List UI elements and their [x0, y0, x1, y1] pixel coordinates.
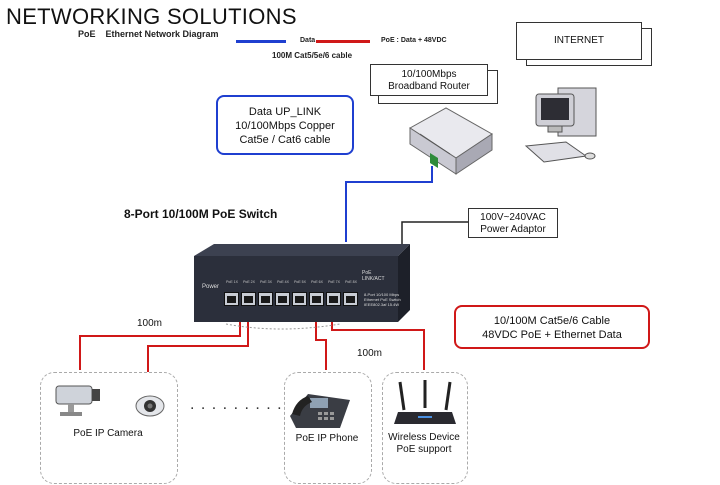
ethernet-port-socket — [227, 296, 236, 303]
page-title: NETWORKING SOLUTIONS — [6, 4, 297, 29]
adaptor-line1: 100V~240VAC — [480, 212, 546, 223]
ethernet-port[interactable] — [326, 292, 341, 306]
legend-cable-label: 100M Cat5/5e/6 cable — [272, 51, 353, 60]
cable-info-box: 10/100M Cat5e/6 Cable 48VDC PoE + Ethern… — [454, 305, 650, 349]
ethernet-port-socket — [295, 296, 304, 303]
uplink-cable — [345, 166, 433, 242]
ethernet-port[interactable] — [258, 292, 273, 306]
ethernet-port-socket — [346, 296, 355, 303]
wireless-label-line2: PoE support — [396, 444, 452, 455]
ethernet-port-socket — [278, 296, 287, 303]
ethernet-port[interactable] — [224, 292, 239, 306]
legend-data-line — [236, 40, 286, 43]
cable-info-line1: 10/100M Cat5e/6 Cable — [493, 315, 611, 327]
router-icon — [409, 107, 493, 175]
port-label: PoE 4X — [277, 280, 289, 284]
uplink-line1: Data UP_LINK — [248, 106, 322, 118]
camera-label: PoE IP Camera — [73, 428, 143, 439]
distance-left-label: 100m — [137, 318, 163, 329]
wireless-ap-icon — [394, 380, 456, 424]
port-label: PoE 8X — [345, 280, 357, 284]
adaptor-box: 100V~240VAC Power Adaptor — [468, 208, 558, 238]
ethernet-port-socket — [261, 296, 270, 303]
uplink-line2: 10/100Mbps Copper — [235, 120, 335, 132]
power-cable — [401, 221, 468, 244]
pc-icon — [524, 87, 597, 163]
port-row — [224, 292, 360, 308]
internet-box: INTERNET — [516, 22, 642, 60]
poe-cable-camera-1 — [79, 320, 241, 370]
ethernet-port[interactable] — [343, 292, 358, 306]
internet-label: INTERNET — [554, 35, 604, 46]
distance-right-label: 100m — [357, 348, 383, 359]
port-label: PoE 3X — [260, 280, 272, 284]
port-label: PoE 7X — [328, 280, 340, 284]
uplink-info-box: Data UP_LINK 10/100Mbps Copper Cat5e / C… — [216, 95, 354, 155]
wireless-label-line1: Wireless Device — [388, 432, 460, 443]
ethernet-port[interactable] — [309, 292, 324, 306]
switch-body — [194, 244, 410, 322]
switch-spec: 8-Port 10/100 Mbps Ethernet PoE Switch I… — [364, 292, 401, 307]
port-label: PoE 6X — [311, 280, 323, 284]
wireless-label: Wireless Device PoE support — [382, 432, 466, 456]
more-devices-ellipsis: . . . . . . . . . — [190, 396, 283, 413]
switch-status-label: PoE LINK/ACT — [362, 270, 385, 282]
ethernet-port[interactable] — [275, 292, 290, 306]
legend-data-label: Data — [300, 37, 316, 44]
camera-frame — [40, 372, 178, 484]
switch-spec-line1: 8-Port 10/100 Mbps — [364, 292, 400, 297]
ip-phone-icon — [290, 394, 350, 428]
router-label-line1: 10/100Mbps — [401, 69, 457, 80]
router-box: 10/100Mbps Broadband Router — [370, 64, 488, 96]
legend-poe-line — [316, 40, 370, 43]
switch-ports: PoE 1X PoE 2X PoE 3X PoE 4X PoE 5X PoE 6X PoE … — [224, 280, 360, 310]
ethernet-port-socket — [329, 296, 338, 303]
adaptor-line2: Power Adaptor — [480, 224, 546, 235]
switch-spec-line3: IEEE802.3af 15.4W — [364, 302, 400, 307]
ethernet-port[interactable] — [241, 292, 256, 306]
poe-cable-wireless — [331, 320, 425, 370]
switch-power-label: Power — [202, 284, 220, 290]
diagram-subtitle: PoE Ethernet Network Diagram — [78, 29, 219, 39]
ethernet-port[interactable] — [292, 292, 307, 306]
uplink-line3: Cat5e / Cat6 cable — [239, 134, 331, 146]
port-label: PoE 5X — [294, 280, 306, 284]
ethernet-port-socket — [312, 296, 321, 303]
bullet-camera-icon — [55, 385, 100, 416]
cable-info-line2: 48VDC PoE + Ethernet Data — [482, 329, 622, 341]
port-label: PoE 2X — [243, 280, 255, 284]
legend-poe-label: PoE : Data + 48VDC — [381, 37, 447, 44]
dome-camera-icon — [135, 395, 165, 417]
poe-cable-phone — [315, 320, 327, 370]
port-label: PoE 1X — [226, 280, 238, 284]
switch-spec-line2: Ethernet PoE Switch — [364, 297, 401, 302]
port-labels: PoE 1X PoE 2X PoE 3X PoE 4X PoE 5X PoE 6X PoE … — [224, 280, 360, 288]
cable-bundle — [225, 323, 341, 330]
router-label-line2: Broadband Router — [388, 81, 470, 92]
ethernet-port-socket — [244, 296, 253, 303]
poe-cable-camera-2 — [147, 320, 249, 372]
switch-title: 8-Port 10/100M PoE Switch — [124, 207, 278, 221]
phone-label: PoE IP Phone — [295, 433, 359, 444]
